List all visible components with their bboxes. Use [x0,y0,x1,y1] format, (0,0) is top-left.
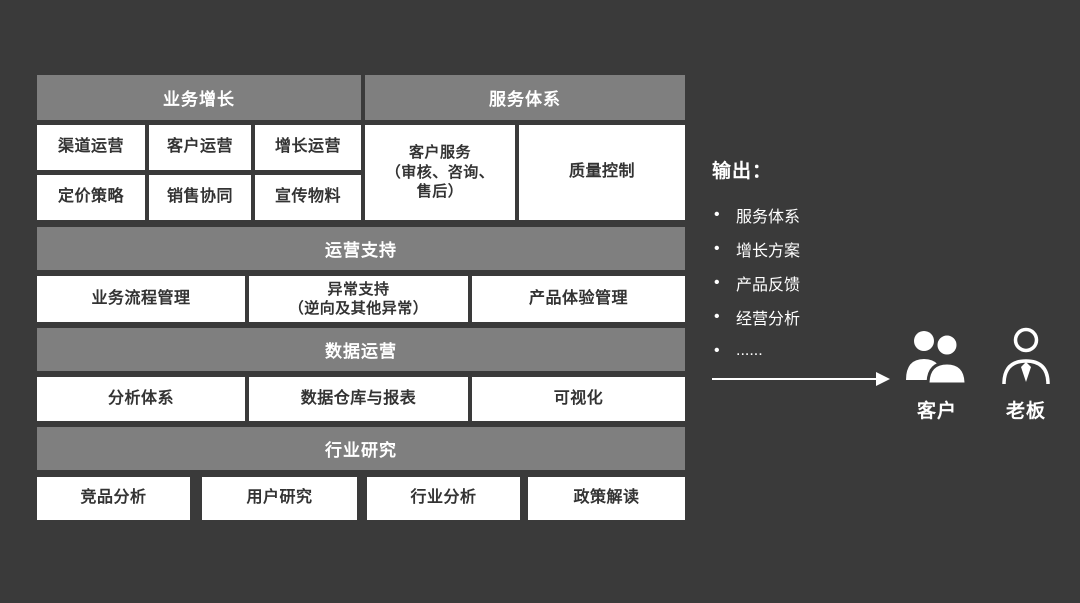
list-item: • 增长方案 [714,232,904,266]
output-list: • 服务体系 • 增长方案 • 产品反馈 • 经营分析 • ...... [714,198,904,368]
output-title: 输出： [712,161,773,182]
cell-promo-materials: 宣传物料 [255,175,361,220]
bullet-icon: • [714,206,720,223]
list-item: • ...... [714,334,904,368]
cell-policy-interpretation: 政策解读 [528,477,685,520]
section-header-industry-research: 行业研究 [37,427,685,470]
bullet-icon: • [714,274,720,291]
output-item-label: ...... [736,342,763,359]
audience-label: 客户 [916,401,957,422]
cell-product-experience-mgmt: 产品体验管理 [472,276,685,322]
section-header-ops-support: 运营支持 [37,227,685,270]
output-item-label: 经营分析 [736,311,801,328]
cell-channel-ops: 渠道运营 [37,125,145,170]
bullet-icon: • [714,240,720,257]
customers-group-icon [903,324,971,386]
list-item: • 产品反馈 [714,266,904,300]
cell-data-warehouse-reports: 数据仓库与报表 [249,377,468,421]
cell-quality-control: 质量控制 [519,125,685,220]
cell-competitor-analysis: 竞品分析 [37,477,190,520]
section-header-data-ops: 数据运营 [37,328,685,371]
cell-customer-ops: 客户运营 [149,125,251,170]
cell-business-process-mgmt: 业务流程管理 [37,276,245,322]
cell-user-research: 用户研究 [202,477,357,520]
output-item-label: 增长方案 [736,243,801,260]
boss-icon [998,324,1054,386]
list-item: • 经营分析 [714,300,904,334]
output-item-label: 产品反馈 [736,277,801,294]
cell-pricing-strategy: 定价策略 [37,175,145,220]
cell-customer-service: 客户服务 （审核、咨询、 售后） [365,125,515,220]
cell-industry-analysis: 行业分析 [367,477,520,520]
cell-sales-collaboration: 销售协同 [149,175,251,220]
section-header-business-growth: 业务增长 [37,75,361,120]
bullet-icon: • [714,308,720,325]
audience-customers: 客户 [900,324,974,423]
cell-growth-ops: 增长运营 [255,125,361,170]
audience-label: 老板 [1005,401,1046,422]
list-item: • 服务体系 [714,198,904,232]
cell-exception-support: 异常支持 （逆向及其他异常） [249,276,468,322]
bullet-icon: • [714,342,720,359]
output-arrow-icon [710,368,892,390]
audience-boss: 老板 [996,324,1056,423]
output-item-label: 服务体系 [736,209,801,226]
cell-visualization: 可视化 [472,377,685,421]
cell-analysis-system: 分析体系 [37,377,245,421]
section-header-service-system: 服务体系 [365,75,685,120]
